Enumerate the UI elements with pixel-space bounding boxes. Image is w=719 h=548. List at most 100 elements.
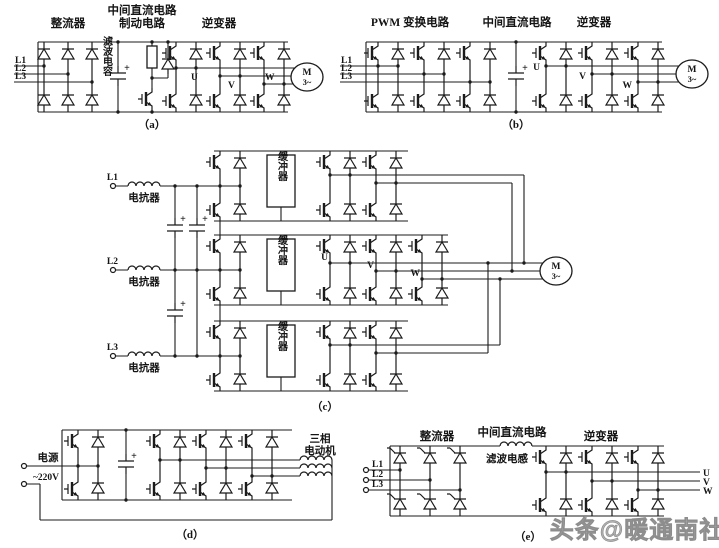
c-buffer-label: 缓冲器 (276, 234, 289, 266)
a-header-rectifier: 整流器 (50, 16, 86, 30)
b-motor-phase: 3~ (688, 74, 697, 84)
igbt-leg-icon (624, 42, 664, 112)
c-label-l1: L1 (107, 173, 118, 183)
igbt-leg-icon (362, 321, 402, 391)
b-label-l3: L3 (341, 72, 352, 82)
diagram-c: L1 L2 L3 电抗器 电抗器 电抗器 缓冲器 缓冲器 缓冲器 + + + U… (107, 150, 573, 413)
b-header-pwm: PWM 变换电路 (371, 15, 450, 29)
brake-resistor-icon (146, 45, 158, 69)
igbt-leg-icon (316, 235, 356, 305)
reactor-coil-icon (127, 265, 161, 271)
d-caption: （d） (176, 528, 204, 541)
diode-leg-icon (62, 42, 74, 112)
c-label-u: U (321, 253, 328, 263)
b-header-dc-link: 中间直流电路 (483, 15, 552, 29)
plus-sign: + (124, 63, 130, 74)
diagram-b: PWM 变换电路 中间直流电路 逆变器 L1 L2 L3 + U V W M 3… (340, 15, 709, 131)
terminal-icon (362, 476, 370, 484)
b-label-u: U (533, 63, 540, 73)
a-motor-m: M (303, 68, 312, 78)
igbt-leg-icon (532, 42, 572, 112)
e-label-w: W (703, 487, 713, 497)
thyristor-leg-icon (447, 446, 466, 516)
e-label-u: U (703, 469, 710, 479)
junction-dots (173, 173, 526, 358)
b-label-l2: L2 (341, 64, 352, 74)
junction-dots (398, 468, 660, 492)
diagram-a: 整流器 中间直流电路 制动电路 逆变器 滤波电容 + L1 L2 L3 U V … (14, 3, 324, 131)
buffer-box (266, 238, 296, 292)
watermark: 头条@暖通南社 (550, 516, 719, 544)
filter-inductor-icon (499, 441, 533, 447)
c-reactor-label: 电抗器 (128, 275, 160, 288)
a-label-l1: L1 (15, 56, 26, 66)
c-reactor-label: 电抗器 (128, 361, 160, 374)
e-caption: （e） (515, 530, 542, 543)
a-header-dc-link: 中间直流电路 (108, 3, 177, 17)
reactor-coil-icon (127, 181, 161, 187)
e-header-dc-link: 中间直流电路 (478, 425, 547, 439)
a-caption: （a） (138, 118, 166, 131)
igbt-leg-icon (238, 430, 278, 500)
c-label-v: V (367, 261, 374, 271)
igbt-leg-icon (146, 430, 186, 500)
a-label-u: U (191, 73, 198, 83)
diode-leg-icon (38, 42, 50, 112)
terminal-icon (362, 466, 370, 474)
b-caption: （b） (502, 118, 530, 131)
junction-dots (76, 428, 274, 502)
e-label-v: V (703, 478, 710, 488)
junction-dots (376, 40, 660, 114)
d-voltage-label: ~220V (33, 473, 59, 483)
terminal-icon (20, 462, 28, 470)
e-label-l3: L3 (372, 480, 383, 490)
e-label-l1: L1 (372, 460, 383, 470)
c-buffer-label: 缓冲器 (276, 320, 289, 352)
b-label-v: V (579, 72, 586, 82)
terminal-icon (20, 480, 28, 488)
plus-sign: + (180, 214, 186, 225)
a-label-w: W (265, 73, 275, 83)
c-caption: （c） (312, 400, 339, 413)
a-label-l2: L2 (15, 64, 26, 74)
e-filter-inductor-label: 滤波电感 (486, 452, 528, 465)
diagram-d: 电源 ~220V + 三相 电动机 （d） (20, 428, 336, 541)
a-header-inverter: 逆变器 (202, 16, 237, 30)
igbt-leg-icon (410, 42, 450, 112)
a-motor-phase: 3~ (303, 77, 312, 87)
plus-sign: + (202, 214, 208, 225)
terminal-icon (362, 486, 370, 494)
motor-winding-icon (299, 471, 333, 477)
c-motor-m: M (552, 262, 561, 272)
igbt-leg-icon (532, 446, 572, 516)
igbt-leg-icon (362, 151, 402, 221)
e-label-l2: L2 (372, 470, 383, 480)
a-header-brake: 制动电路 (119, 16, 165, 30)
plus-sign: + (522, 63, 528, 74)
b-motor-m: M (688, 65, 697, 75)
igbt-leg-icon (316, 321, 356, 391)
igbt-icon (136, 86, 154, 112)
b-label-l1: L1 (341, 56, 352, 66)
a-label-l3: L3 (15, 72, 26, 82)
motor-winding-icon (299, 463, 333, 469)
plus-sign: + (131, 451, 137, 462)
igbt-leg-icon (364, 42, 404, 112)
igbt-leg-icon (456, 42, 496, 112)
igbt-leg-icon (192, 430, 232, 500)
d-power-label: 电源 (38, 451, 59, 464)
plus-sign: + (180, 299, 186, 310)
c-label-l3: L3 (107, 343, 118, 353)
diode-leg-icon (86, 42, 98, 112)
terminal-icon (109, 182, 117, 190)
e-header-rectifier: 整流器 (419, 429, 455, 443)
a-filter-cap-label: 滤波电容 (101, 35, 114, 77)
e-header-inverter: 逆变器 (584, 429, 619, 443)
terminal-icon (109, 352, 117, 360)
igbt-leg-icon (316, 151, 356, 221)
b-header-inverter: 逆变器 (577, 15, 612, 29)
c-motor-phase: 3~ (552, 271, 561, 281)
thyristor-leg-icon (417, 446, 436, 516)
